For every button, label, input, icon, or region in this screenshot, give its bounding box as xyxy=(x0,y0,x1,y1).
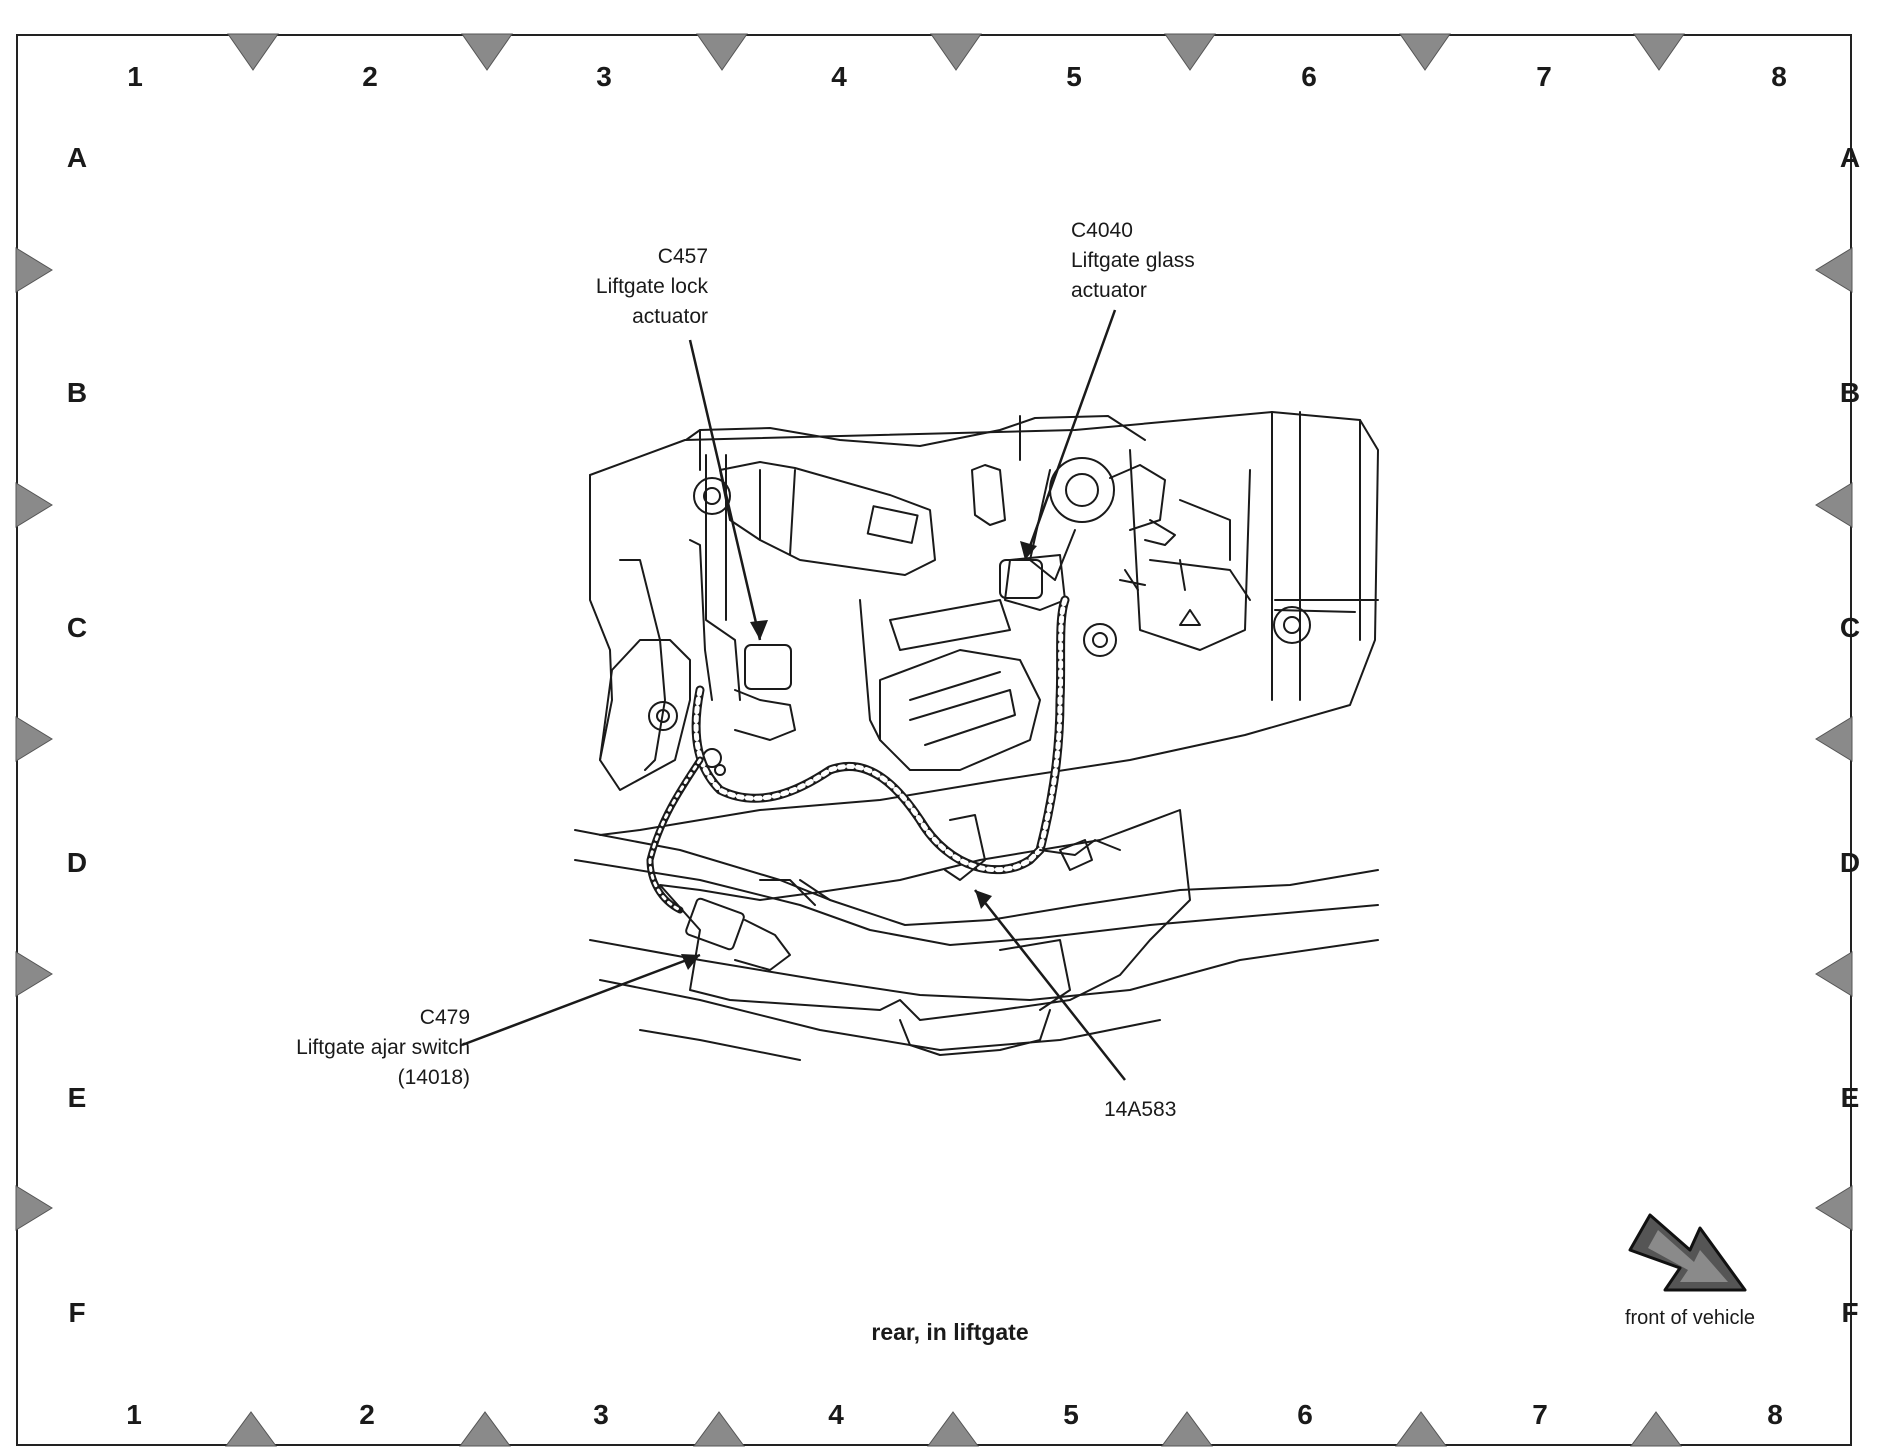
row-label-c-right: C xyxy=(1839,612,1861,643)
c4040-connector xyxy=(999,559,1043,599)
column-label-1-bottom: 1 xyxy=(126,1399,142,1430)
c479-line1: Liftgate ajar switch xyxy=(296,1036,470,1059)
column-label-3-bottom: 3 xyxy=(593,1399,609,1430)
c457-line1: Liftgate lock xyxy=(595,275,708,298)
row-label-b: B xyxy=(66,377,88,408)
c457-id: C457 xyxy=(657,245,708,268)
c457-line2: actuator xyxy=(632,305,708,328)
c479-line2: (14018) xyxy=(397,1066,470,1089)
lock-actuator-body xyxy=(719,461,936,576)
column-label-6-bottom: 6 xyxy=(1297,1399,1313,1430)
center-actuator-box xyxy=(879,649,1041,771)
c479-id: C479 xyxy=(419,1006,470,1029)
c479-callout: C479 Liftgate ajar switch (14018) xyxy=(250,1003,470,1093)
c4040-callout: C4040 Liftgate glass actuator xyxy=(1071,216,1195,306)
column-label-8-bottom: 8 xyxy=(1767,1399,1783,1430)
column-label-5-bottom: 5 xyxy=(1063,1399,1079,1430)
column-label-2: 2 xyxy=(362,61,378,92)
row-label-d: D xyxy=(66,847,88,878)
c457-callout: C457 Liftgate lock actuator xyxy=(560,242,708,332)
row-label-e-right: E xyxy=(1840,1082,1860,1113)
row-label-f-right: F xyxy=(1841,1297,1859,1328)
column-label-6: 6 xyxy=(1301,61,1317,92)
front-of-vehicle-label: front of vehicle xyxy=(1624,1307,1756,1329)
column-label-1: 1 xyxy=(127,61,143,92)
column-label-3: 3 xyxy=(596,61,612,92)
row-label-e: E xyxy=(67,1082,87,1113)
row-label-d-right: D xyxy=(1839,847,1861,878)
lower-trim-panel xyxy=(659,809,1191,1021)
c4040-line2: actuator xyxy=(1071,279,1147,302)
column-label-8: 8 xyxy=(1771,61,1787,92)
row-label-a: A xyxy=(66,142,88,173)
row-label-a-right: A xyxy=(1839,142,1861,173)
column-label-7: 7 xyxy=(1536,61,1552,92)
harness-callout: 14A583 xyxy=(1104,1098,1177,1121)
column-label-2-bottom: 2 xyxy=(359,1399,375,1430)
c4040-line1: Liftgate glass xyxy=(1071,249,1195,272)
row-label-f: F xyxy=(68,1297,86,1328)
column-label-5: 5 xyxy=(1066,61,1082,92)
liftgate-inner-panel xyxy=(589,411,1379,836)
c479-connector xyxy=(685,897,745,951)
column-label-7-bottom: 7 xyxy=(1532,1399,1548,1430)
diagram-caption: rear, in liftgate xyxy=(871,1319,1029,1345)
row-label-b-right: B xyxy=(1839,377,1861,408)
c4040-id: C4040 xyxy=(1071,219,1133,242)
c457-connector xyxy=(744,644,792,690)
row-label-c: C xyxy=(66,612,88,643)
column-label-4: 4 xyxy=(831,61,847,92)
column-label-4-bottom: 4 xyxy=(828,1399,844,1430)
